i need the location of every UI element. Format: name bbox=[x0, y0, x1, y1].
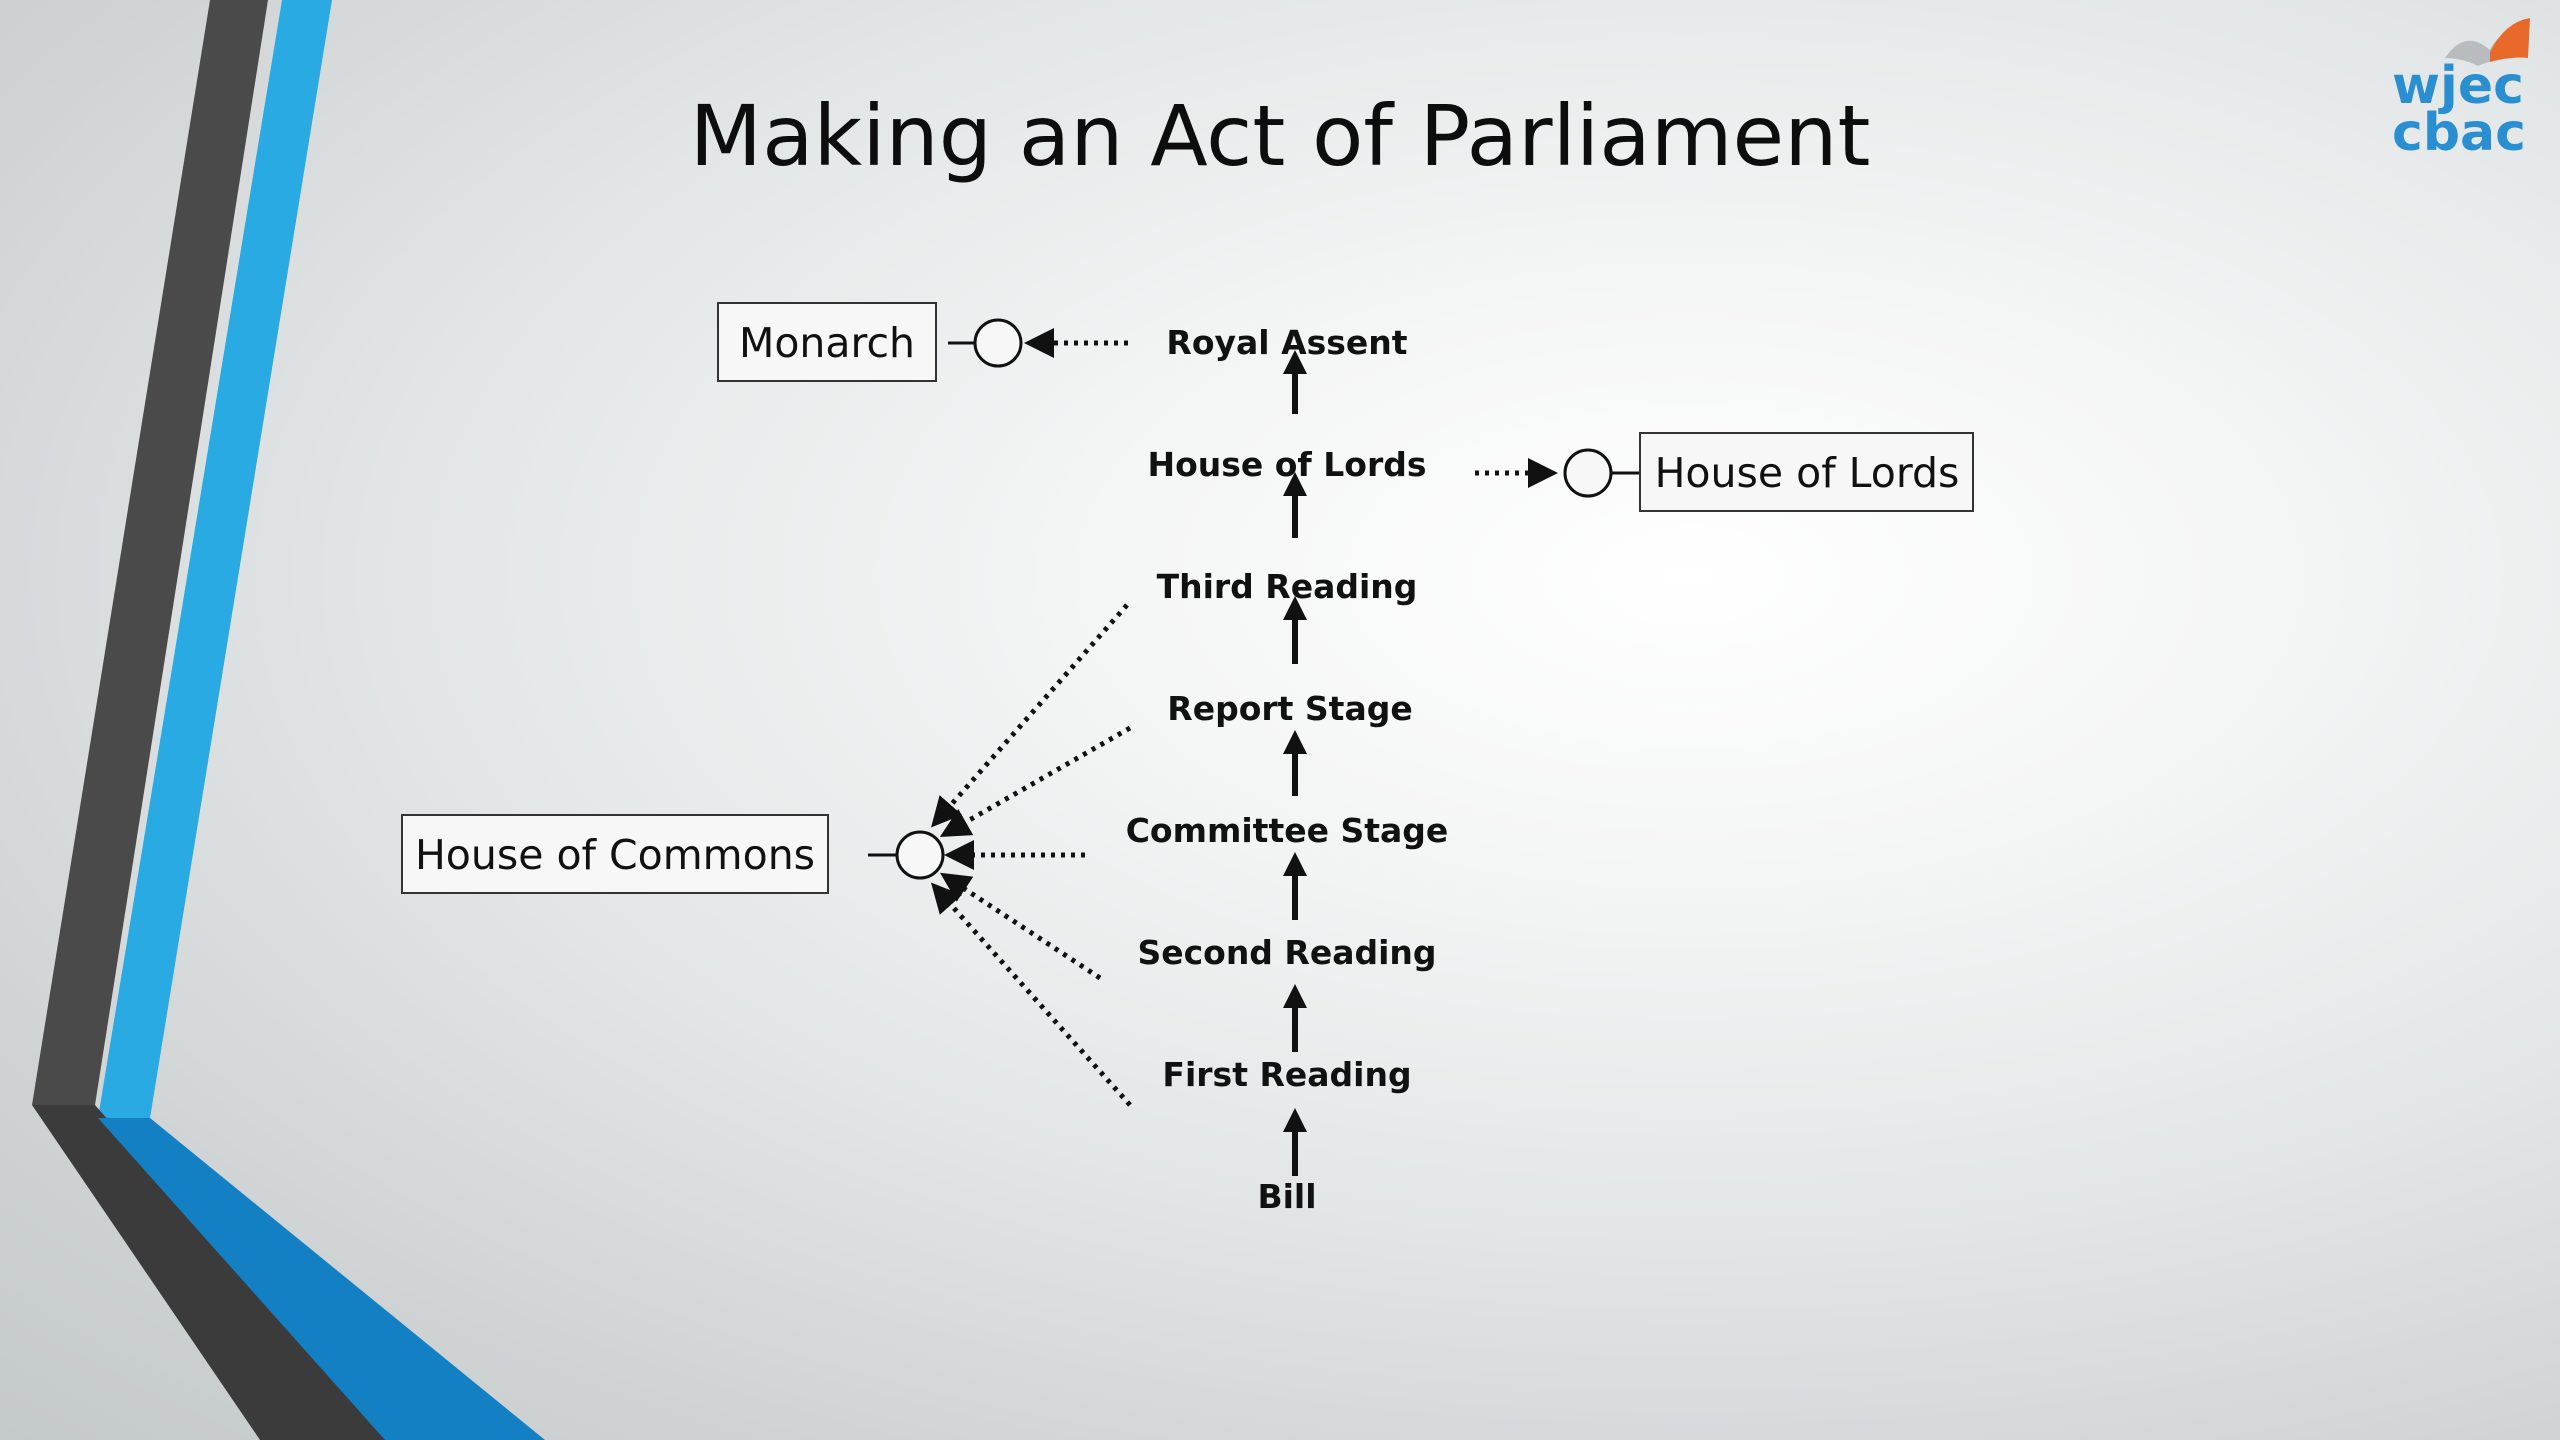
lords-junction-circle bbox=[1563, 448, 1613, 498]
commons-arrow-report-stage bbox=[939, 725, 1132, 837]
blue-stripe-lower bbox=[98, 1118, 545, 1440]
lords-box bbox=[1639, 432, 1974, 512]
monarch-label: Monarch bbox=[739, 319, 915, 367]
commons-arrow-second-reading bbox=[939, 872, 1102, 981]
commons-arrow-third-reading bbox=[931, 603, 1129, 828]
stage-bill: Bill bbox=[1257, 1177, 1316, 1216]
stage-third-reading: Third Reading bbox=[1157, 567, 1418, 606]
logo-line-1: wjec bbox=[2392, 56, 2524, 116]
blue-stripe-upper bbox=[98, 0, 332, 1118]
wjec-logo: wjec cbac bbox=[2392, 18, 2530, 163]
stage-committee-stage: Committee Stage bbox=[1126, 811, 1449, 850]
commons-dotted-arrows bbox=[930, 603, 1132, 1107]
logo-line-2: cbac bbox=[2392, 103, 2526, 163]
open-book-icon bbox=[2445, 18, 2530, 66]
lords-box-label: House of Lords bbox=[1655, 449, 1960, 497]
monarch-node: Monarch bbox=[717, 302, 1128, 382]
commons-node: House of Commons bbox=[401, 603, 1132, 1107]
dark-stripe-lower bbox=[32, 1105, 390, 1440]
commons-junction-circle bbox=[895, 830, 945, 880]
lords-node: House of Lords bbox=[1475, 432, 1974, 512]
commons-arrow-first-reading bbox=[930, 882, 1132, 1107]
monarch-junction-circle bbox=[973, 318, 1023, 368]
decorative-stripes bbox=[32, 0, 545, 1440]
commons-box-label: House of Commons bbox=[415, 831, 815, 879]
stage-report-stage: Report Stage bbox=[1167, 689, 1412, 728]
stage-royal-assent: Royal Assent bbox=[1166, 323, 1407, 362]
slide-title: Making an Act of Parliament bbox=[690, 87, 1871, 185]
monarch-box bbox=[717, 302, 937, 382]
stage-second-reading: Second Reading bbox=[1137, 933, 1436, 972]
stage-column: Royal Assent House of Lords Third Readin… bbox=[1126, 323, 1449, 1216]
stage-first-reading: First Reading bbox=[1162, 1055, 1411, 1094]
commons-box bbox=[401, 814, 829, 894]
dark-stripe-upper bbox=[32, 0, 268, 1105]
stage-house-of-lords: House of Lords bbox=[1147, 445, 1426, 484]
